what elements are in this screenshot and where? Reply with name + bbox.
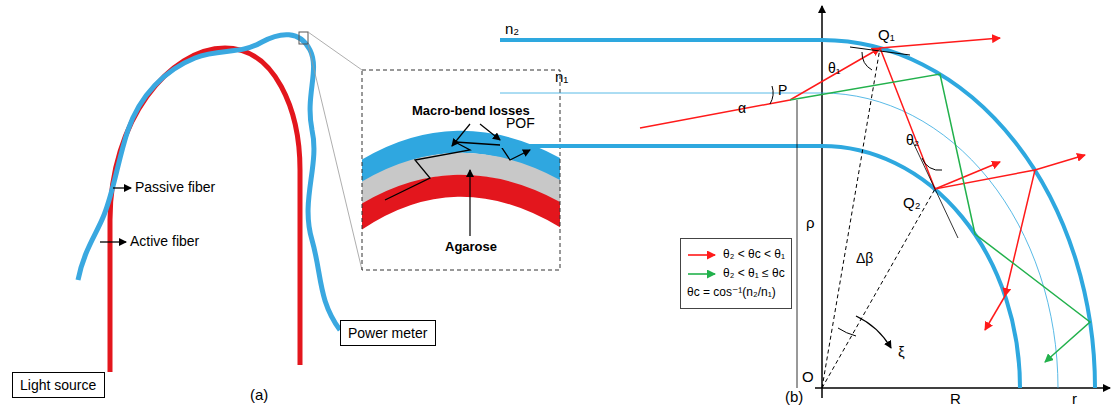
fiber-axis: [822, 93, 1058, 388]
angle-arc: [922, 158, 942, 170]
label: Q₁: [878, 26, 895, 43]
label: P: [778, 82, 787, 98]
label: α: [738, 100, 746, 116]
ray-red: [1035, 155, 1085, 170]
fiber-wall: [500, 38, 822, 42]
legend-line-sample: [687, 269, 717, 279]
radius-line: [797, 100, 798, 388]
label: Agarose: [445, 240, 497, 255]
label: n₂: [505, 20, 519, 37]
label: Active fiber: [130, 233, 199, 249]
inset-bands: [362, 142, 560, 232]
legend-text: θ₂ < θc < θ₁: [723, 248, 785, 262]
label: θ₁: [828, 60, 841, 76]
fiber-wall: [822, 146, 1020, 388]
zoom-line: [308, 32, 362, 70]
inset-frame: [362, 70, 560, 270]
legend-line-sample: [687, 250, 717, 260]
active-fiber: [78, 35, 340, 330]
leader-arrow: [480, 124, 500, 140]
fiber-axis: [500, 93, 822, 94]
ray-red: [985, 296, 1005, 330]
instrument-box: Light source: [12, 372, 105, 398]
legend-box: θ₂ < θc < θ₁ θ₂ < θ₁ ≤ θc θc = cos⁻¹(n₂/n₁…: [680, 238, 792, 309]
leader-arrow: [100, 241, 126, 242]
instrument-box: Power meter: [340, 320, 436, 346]
zoom-line: [308, 44, 362, 270]
label: θ₂: [906, 132, 919, 148]
passive-fiber: [110, 48, 300, 372]
leader-arrow: [469, 170, 470, 236]
label: R: [950, 390, 961, 407]
ray-red: [640, 48, 880, 128]
radius-line: [822, 189, 935, 388]
label: Δβ: [856, 250, 873, 266]
tangent: [850, 47, 910, 55]
xi-arrow: [856, 316, 891, 348]
legend-text: θ₂ < θ₁ ≤ θc: [723, 267, 785, 281]
ray-red: [880, 38, 1000, 48]
label: (a): [250, 386, 268, 403]
legend-row: θ₂ < θ₁ ≤ θc: [687, 267, 785, 281]
legend-row: θ₂ < θc < θ₁: [687, 248, 785, 262]
fiber-wall: [822, 40, 1095, 388]
angle-arc: [770, 86, 773, 104]
ray-red: [880, 48, 1035, 296]
label: Passive fiber: [135, 179, 215, 195]
axis: [815, 387, 1110, 389]
label: O: [802, 368, 814, 385]
leader-arrow: [452, 124, 470, 146]
node-text: Power meter: [348, 325, 427, 341]
label: POF: [506, 115, 535, 131]
label: ρ: [806, 214, 815, 231]
formula-text: θc = cos⁻¹(n₂/n₁): [687, 286, 785, 300]
axis: [821, 6, 823, 398]
leader-arrow: [113, 187, 131, 188]
normal: [912, 140, 958, 238]
zoom-marker: [299, 32, 308, 44]
ray-green: [790, 74, 1090, 362]
label: (b): [785, 388, 803, 405]
angle-arc: [862, 52, 872, 70]
ray-path: [385, 142, 530, 200]
label: r: [1072, 390, 1077, 407]
node-text: Light source: [20, 377, 96, 393]
label: ξ: [898, 343, 905, 360]
label: n₁: [555, 68, 568, 85]
angle-arc: [838, 328, 856, 336]
label: Q₂: [903, 194, 921, 211]
ray-red: [935, 162, 1000, 189]
fiber-wall: [500, 144, 822, 148]
